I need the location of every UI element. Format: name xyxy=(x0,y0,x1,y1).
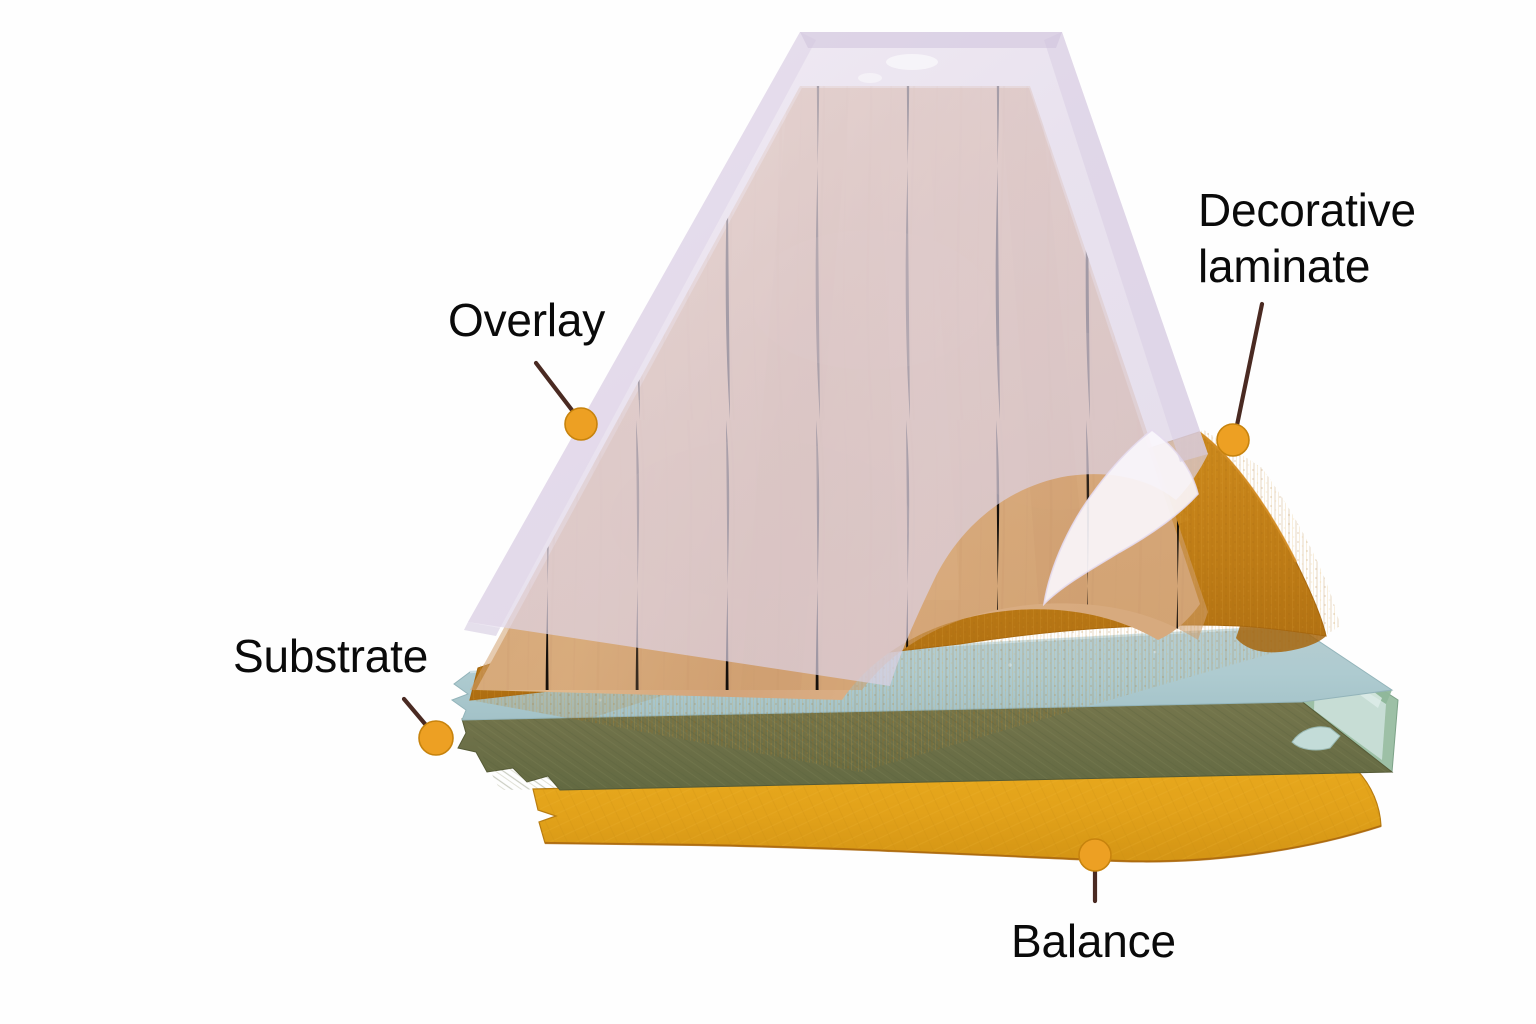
label-balance: Balance xyxy=(1011,915,1176,967)
balance-callout-dot xyxy=(1078,838,1112,872)
substrate-callout-dot xyxy=(418,720,454,756)
label-decorative-line1: Decorative xyxy=(1198,184,1416,236)
label-decorative-line2: laminate xyxy=(1198,240,1371,293)
callout-leaders xyxy=(401,301,1265,904)
decorative-laminate-leader-line xyxy=(1233,301,1265,433)
label-overlay: Overlay xyxy=(448,294,606,346)
label-substrate: Substrate xyxy=(233,630,429,682)
layer-balance xyxy=(532,769,1382,863)
overlay-leader-line xyxy=(533,360,581,421)
decorative-laminate-callout-dot xyxy=(1216,423,1250,457)
layer-overlay xyxy=(464,32,1208,686)
overlay-callout-dot xyxy=(564,407,598,441)
